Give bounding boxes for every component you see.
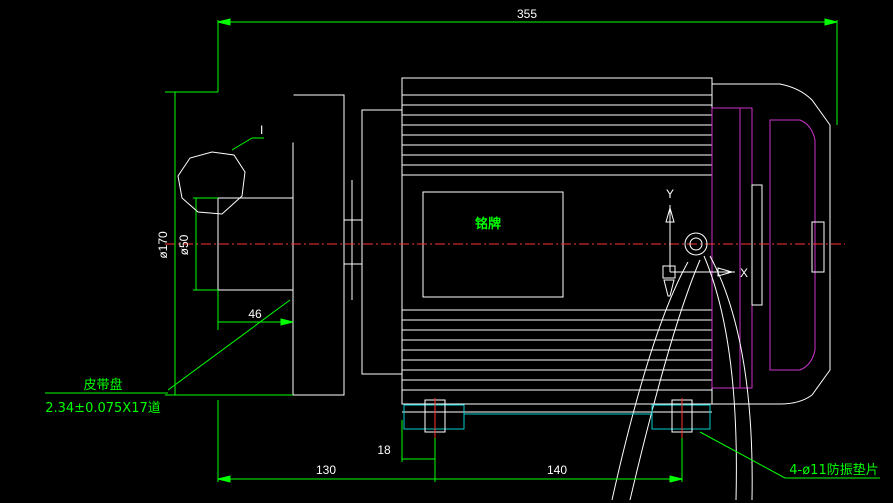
cable-wire-4 xyxy=(709,255,753,501)
axis-x-label: X xyxy=(740,266,748,280)
left-mount-pad xyxy=(403,404,465,430)
ucs-axis xyxy=(665,205,735,277)
mount-leader xyxy=(699,431,786,479)
pulley-callout-spec: 2.34±0.075X17道 xyxy=(45,401,161,416)
arrow-130-left xyxy=(217,475,231,483)
dim-overall-length: 355 xyxy=(517,7,537,21)
axis-y-label: Y xyxy=(666,187,674,201)
arrow-355-right xyxy=(824,18,838,26)
axis-y-arrow xyxy=(665,206,675,223)
pulley-callout-title: 皮带盘 xyxy=(83,377,122,393)
end-cap-outline xyxy=(712,83,831,405)
detail-marker-label: I xyxy=(260,123,263,137)
end-cap xyxy=(712,83,831,405)
bearing-boss xyxy=(343,219,363,265)
dim-foot-spacing: 140 xyxy=(547,463,567,477)
nameplate-label: 铭牌 xyxy=(475,216,501,232)
arrow-355-left xyxy=(217,18,231,26)
dimension-lines xyxy=(45,18,880,483)
rear-shaft-stub xyxy=(811,221,825,273)
axis-x-arrow xyxy=(717,267,734,277)
right-mount-pad xyxy=(651,404,711,430)
dim-pulley-diameter: ø170 xyxy=(156,231,170,259)
pulley-block xyxy=(292,94,345,396)
dim-shaft-diameter: ø50 xyxy=(177,234,191,255)
arrow-140-right xyxy=(669,475,683,483)
cable-wire-3 xyxy=(703,255,737,501)
dim-shaft-extension: 130 xyxy=(316,463,336,477)
dim-pulley-width: 46 xyxy=(248,307,262,321)
pulley-hub-space xyxy=(217,91,294,143)
mount-callout-spec: 4-ø11防振垫片 xyxy=(789,462,878,478)
end-cap-slot xyxy=(751,184,763,306)
detail-leader xyxy=(231,137,253,151)
cable-gland-core xyxy=(689,237,703,251)
end-bell-left xyxy=(361,109,403,375)
cable-wire-2 xyxy=(629,259,701,501)
fan-guard xyxy=(769,119,816,371)
dim-foot-offset: 18 xyxy=(377,443,391,457)
fan-cover-inner xyxy=(711,107,753,389)
cable-gland-ring xyxy=(684,232,708,256)
cooling-fins xyxy=(402,94,712,391)
cable-wire-1 xyxy=(611,261,689,501)
terminal-lug xyxy=(663,279,675,297)
mount-feet xyxy=(402,398,712,438)
cable-gland xyxy=(611,232,753,501)
motor-housing xyxy=(217,77,713,405)
detail-circle xyxy=(177,151,246,215)
motor-frame-outline xyxy=(401,77,713,405)
pulley-leader xyxy=(167,299,291,391)
arrow-46 xyxy=(280,318,294,326)
fan-cover xyxy=(711,107,816,389)
